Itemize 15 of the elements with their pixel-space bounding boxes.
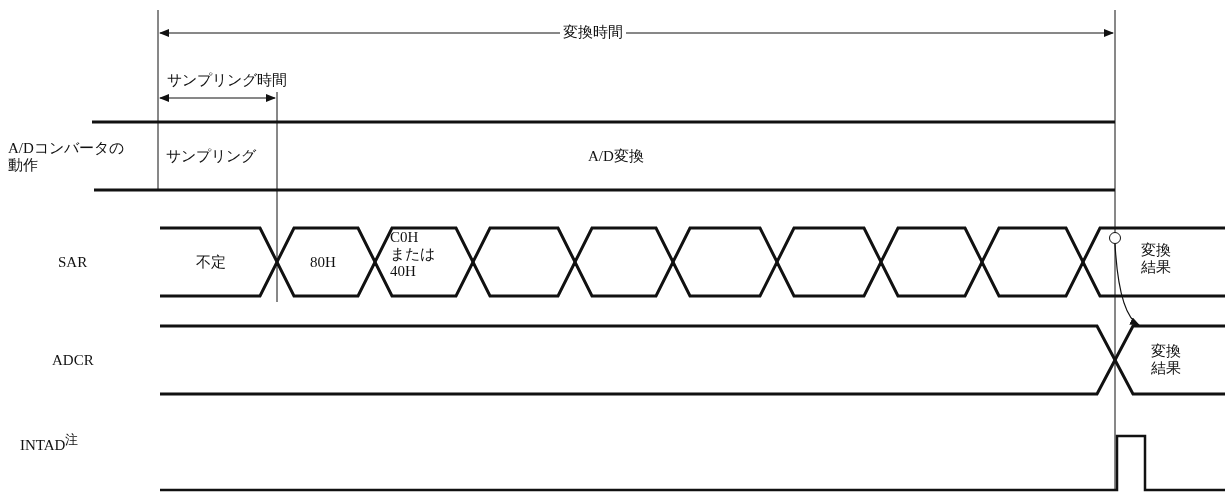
signal-name: SAR xyxy=(58,254,88,271)
signal-name: A/Dコンバータの動作 xyxy=(8,140,125,174)
state-label: サンプリング xyxy=(166,148,256,165)
signal-name: INTAD$^{注}$ xyxy=(20,432,79,454)
bus-value: 変換結果 xyxy=(1141,242,1172,276)
dimension-label: 変換時間 xyxy=(560,24,626,41)
signal-name: ADCR xyxy=(52,352,94,369)
bus-value: 80H xyxy=(310,254,336,271)
dimension-label: サンプリング時間 xyxy=(167,72,287,89)
bus-value: 不定 xyxy=(196,254,226,271)
arrow xyxy=(1114,243,1140,326)
bus-value: 変換結果 xyxy=(1133,326,1225,394)
marker-circle xyxy=(1109,232,1121,244)
state-label: A/D変換 xyxy=(588,148,644,165)
bus-value: C0H または 40H xyxy=(390,229,436,280)
